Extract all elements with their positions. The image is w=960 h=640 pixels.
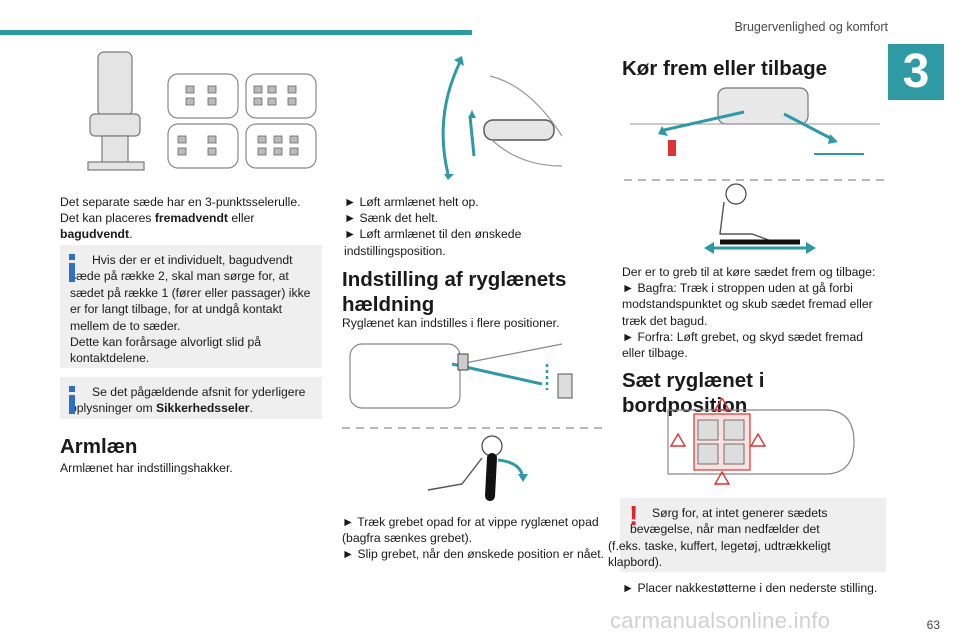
intro-text: Det separate sæde har en 3-punktsselerul… [60, 194, 322, 243]
intro-bold-backward: bagudvendt [60, 227, 130, 242]
armrest-text: Armlænet har indstillingshakker. [60, 461, 233, 475]
info-icon [69, 254, 75, 282]
backrest-tilt-intro: Ryglænet kan indstilles i flere position… [342, 316, 560, 330]
chapter-number: 3 [888, 44, 944, 100]
info-note-2-text: Se det pågældende afsnit for yderligere … [70, 385, 306, 416]
intro-line-2-end: eller [228, 211, 255, 226]
backrest-tilt-title: Indstilling af ryglænets hældning [342, 268, 567, 316]
info-icon [69, 386, 75, 414]
backrest-lever-illustration [342, 343, 606, 501]
move-seat-title: Kør frem eller tilbage [622, 57, 828, 80]
top-accent-bar [0, 30, 472, 35]
armrest-step-3b: indstillingsposition. [344, 243, 446, 258]
table-position-title: Sæt ryglænet i bordposition [622, 369, 765, 417]
move-seat-line-2: ► Bagfra: Træk i stroppen uden at gå for… [622, 281, 853, 296]
intro-line-2: Det kan placeres [60, 211, 155, 226]
table-position-illustration [667, 398, 855, 485]
move-seat-line-1: Der er to greb til at køre sædet frem og… [622, 265, 876, 279]
move-seat-line-5: ► Forfra: Løft grebet, og skyd sædet fre… [622, 329, 864, 344]
info-note-text: Hvis der er et individuelt, bagudvendt s… [70, 253, 311, 333]
backrest-steps: ► Træk grebet opad for at vippe ryglænet… [342, 514, 608, 563]
page-number: 63 [926, 618, 940, 632]
seat-orientation-illustration [87, 51, 317, 171]
seat-slide-illustration [624, 87, 886, 254]
watermark: carmanualsonline.info [610, 608, 831, 633]
move-seat-line-3: modstandspunktet og skub sædet fremad el… [622, 297, 873, 312]
info-note-seatbelts: Se det pågældende afsnit for yderligere … [60, 377, 322, 419]
seatbelts-ref: Sikkerhedsseler [156, 401, 250, 416]
intro-bold-forward: fremadvendt [154, 211, 228, 226]
info-note-rear-seat: Hvis der er et individuelt, bagudvendt s… [60, 245, 322, 368]
armrest-step-3: ► Løft armlænet til den ønskede [344, 227, 522, 242]
section-header: Brugervenlighed og komfort [734, 20, 888, 34]
headrest-step: ► Placer nakkestøtterne i den nederste s… [622, 581, 878, 595]
warning-icon: ! [629, 500, 639, 531]
armrest-step-2: ► Sænk det helt. [344, 211, 439, 226]
move-seat-line-4: træk det bagud. [622, 313, 708, 328]
backrest-step-2: ► Slip grebet, når den ønskede position … [342, 547, 605, 562]
move-seat-text: Der er to greb til at køre sædet frem og… [622, 264, 890, 361]
info-note-text-2: Dette kan forårsage alvorligt slid på ko… [70, 335, 262, 366]
backrest-step-1: ► Træk grebet opad for at vippe ryglænet… [342, 515, 599, 529]
intro-line-1: Det separate sæde har en 3-punktsselerul… [60, 195, 301, 209]
move-seat-line-6: eller tilbage. [622, 346, 688, 361]
armrest-illustration [441, 56, 563, 180]
armrest-steps: ► Løft armlænet helt op. ► Sænk det helt… [344, 194, 606, 259]
backrest-step-1b: (bagfra sænkes grebet). [342, 531, 473, 546]
warning-note: ! Sørg for, at intet generer sædets bevæ… [608, 498, 886, 572]
armrest-step-1: ► Løft armlænet helt op. [344, 195, 479, 209]
armrest-title: Armlæn [60, 435, 138, 458]
warning-text: Sørg for, at intet generer sædets bevæge… [608, 506, 831, 570]
intro-period: . [129, 227, 133, 242]
